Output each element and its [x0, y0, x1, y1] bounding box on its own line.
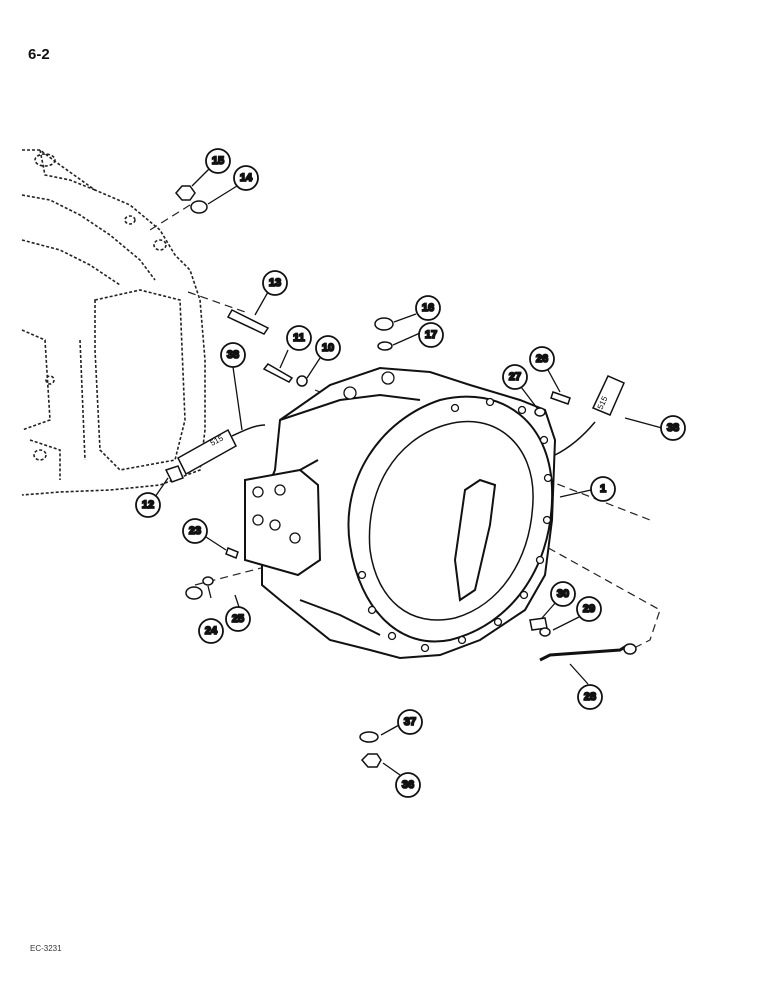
- callout-36: 36: [395, 772, 421, 798]
- svg-text:27: 27: [509, 371, 521, 383]
- callout-38-left: 38: [220, 342, 246, 368]
- svg-text:14: 14: [240, 172, 253, 184]
- callout-24: 24: [198, 618, 224, 644]
- housing-bolt-holes: [252, 371, 553, 653]
- callout-27: 27: [502, 364, 528, 390]
- svg-text:25: 25: [232, 613, 244, 625]
- svg-text:24: 24: [205, 625, 218, 637]
- svg-text:29: 29: [583, 603, 595, 615]
- callout-16: 16: [415, 295, 441, 321]
- callout-14: 14: [233, 165, 259, 191]
- page-number: 6-2: [28, 46, 50, 63]
- callout-25: 25: [225, 606, 251, 632]
- figure-reference: EC-3231: [30, 944, 62, 953]
- svg-text:1: 1: [600, 483, 606, 495]
- svg-text:37: 37: [404, 716, 416, 728]
- callout-11: 11: [286, 325, 312, 351]
- sealant-tube-left: 515: [177, 424, 266, 476]
- callout-23: 23: [182, 518, 208, 544]
- svg-text:11: 11: [293, 332, 305, 344]
- transmission-housing-outline: [21, 149, 206, 496]
- svg-text:17: 17: [425, 329, 437, 341]
- pipe-fitting: [623, 643, 637, 655]
- svg-text:38: 38: [667, 422, 679, 434]
- svg-text:28: 28: [584, 691, 596, 703]
- callout-leaders: [154, 167, 663, 776]
- svg-text:26: 26: [536, 353, 548, 365]
- callout-38-right: 38: [660, 415, 686, 441]
- callouts: 15 14 13 16 17 11 10 38 26 27 38 1 12 23…: [135, 148, 686, 798]
- callout-37: 37: [397, 709, 423, 735]
- svg-text:15: 15: [212, 155, 224, 167]
- bell-housing: [244, 366, 557, 660]
- svg-text:38: 38: [227, 349, 239, 361]
- callout-10: 10: [315, 335, 341, 361]
- callout-12: 12: [135, 492, 161, 518]
- oil-pipe: [539, 643, 629, 662]
- svg-text:13: 13: [269, 277, 281, 289]
- hardware-parts: [164, 185, 571, 768]
- callout-15: 15: [205, 148, 231, 174]
- svg-text:12: 12: [142, 499, 154, 511]
- svg-text:36: 36: [402, 779, 414, 791]
- svg-text:23: 23: [189, 525, 201, 537]
- callout-13: 13: [262, 270, 288, 296]
- callout-1: 1: [590, 476, 616, 502]
- svg-text:30: 30: [557, 588, 569, 600]
- callout-30: 30: [550, 581, 576, 607]
- callout-29: 29: [576, 596, 602, 622]
- svg-text:10: 10: [322, 342, 334, 354]
- callout-26: 26: [529, 346, 555, 372]
- sealant-tube-right: 515: [554, 375, 625, 456]
- callout-28: 28: [577, 684, 603, 710]
- svg-text:16: 16: [422, 302, 434, 314]
- callout-17: 17: [418, 322, 444, 348]
